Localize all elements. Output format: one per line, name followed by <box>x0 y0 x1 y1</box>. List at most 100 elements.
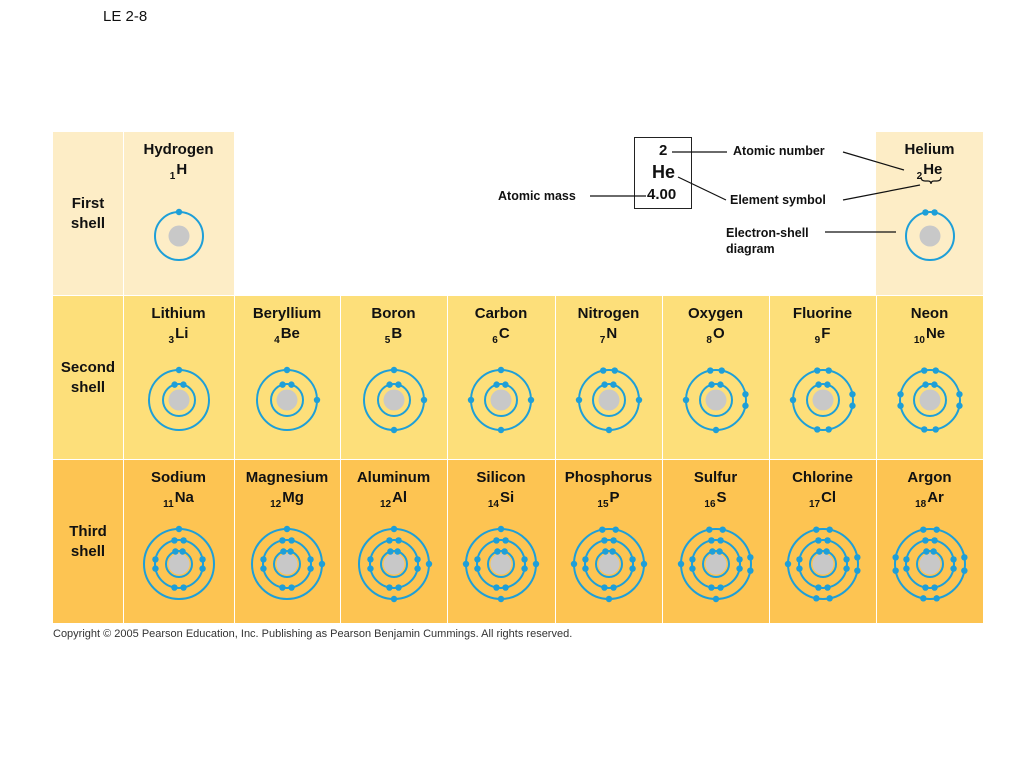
electron <box>609 537 617 544</box>
electron-shell-diagram <box>682 367 749 434</box>
nucleus <box>490 553 512 575</box>
electron <box>628 565 636 572</box>
electron-shell-ring <box>273 550 301 578</box>
electron <box>497 595 505 603</box>
electron <box>902 556 910 563</box>
electron <box>746 567 754 574</box>
element-symbol: 4Be <box>234 325 340 346</box>
atomic-number: 7 <box>599 335 606 346</box>
atomic-number: 11 <box>163 499 174 510</box>
electron-shell-ring <box>270 383 304 417</box>
electron <box>705 526 713 533</box>
label-electron-shell-diagram: Electron-shell diagram <box>726 226 809 256</box>
element-name: Chlorine <box>792 469 853 486</box>
electron-shell-diagram <box>142 525 215 600</box>
electron-shell-diagram <box>904 209 955 261</box>
electron-shell-ring <box>805 383 840 417</box>
electron <box>474 565 481 572</box>
row-label-third-shell: Third shell <box>69 522 107 560</box>
electron <box>570 560 577 568</box>
electron <box>283 525 291 533</box>
electron-shell-ring <box>591 383 626 417</box>
electron <box>313 396 321 404</box>
element-symbol: 12Mg <box>234 489 340 510</box>
electron-shell-ring <box>484 383 518 417</box>
electron <box>462 560 470 568</box>
electron <box>283 366 291 374</box>
element-symbol: 17Cl <box>769 489 876 510</box>
symbol-text: Ar <box>927 489 944 506</box>
electron <box>919 526 927 533</box>
nucleus <box>919 225 940 247</box>
electron <box>823 584 831 591</box>
nucleus <box>490 389 512 411</box>
electron <box>955 402 963 409</box>
electron <box>493 584 500 591</box>
electron <box>611 367 618 374</box>
electron <box>609 584 617 591</box>
symbol-text: Na <box>174 489 194 506</box>
electron <box>960 554 968 561</box>
electron <box>605 595 612 603</box>
element-chlorine: Chlorine 17Cl <box>769 460 876 623</box>
electron <box>497 525 505 533</box>
slide-label: LE 2-8 <box>103 8 148 25</box>
electron-shell-diagram <box>784 526 861 602</box>
electron <box>795 556 803 563</box>
atomic-number: 14 <box>487 499 499 510</box>
electron <box>746 554 754 561</box>
electron <box>814 584 822 591</box>
electron <box>823 381 831 388</box>
electron <box>532 560 540 568</box>
key-atomic-number: 2 <box>659 142 668 159</box>
electron-shell-ring <box>153 539 204 589</box>
atomic-number: 12 <box>270 499 282 510</box>
electron <box>812 595 820 602</box>
nucleus <box>276 553 298 575</box>
element-name: Fluorine <box>792 305 853 322</box>
atomic-number: 2 <box>916 171 923 182</box>
electron <box>919 595 927 602</box>
electron <box>932 367 939 374</box>
electron <box>611 526 619 533</box>
element-symbol: 2He <box>876 161 983 182</box>
electron <box>502 381 509 388</box>
element-symbol: 8O <box>662 325 769 346</box>
electron <box>170 537 178 544</box>
electron <box>708 548 716 555</box>
electron-shell-ring <box>379 550 408 578</box>
nucleus <box>168 225 189 247</box>
electron <box>307 556 314 563</box>
electron <box>394 537 402 544</box>
symbol-text: N <box>606 325 618 342</box>
electron <box>929 548 937 555</box>
electron-shell-ring <box>915 550 944 578</box>
symbol-text: He <box>923 161 943 178</box>
electron-shell-ring <box>808 550 837 578</box>
electron-shell-ring <box>904 211 955 261</box>
electron <box>175 525 182 533</box>
electron-shell-diagram <box>896 367 963 433</box>
electron <box>718 367 725 374</box>
electron <box>628 556 636 563</box>
electron-shell-ring <box>701 550 730 578</box>
electron <box>390 426 397 434</box>
electron <box>891 554 899 561</box>
symbol-text: S <box>716 489 727 506</box>
electron <box>707 381 715 388</box>
electron <box>386 548 394 555</box>
electron <box>521 556 528 563</box>
electron <box>716 584 724 591</box>
atomic-number: 9 <box>814 335 821 346</box>
bracket-helium-symbol <box>920 176 942 185</box>
electron <box>600 381 608 388</box>
electron-shell-diagram <box>575 367 642 434</box>
electron-shell-diagram <box>570 526 647 603</box>
